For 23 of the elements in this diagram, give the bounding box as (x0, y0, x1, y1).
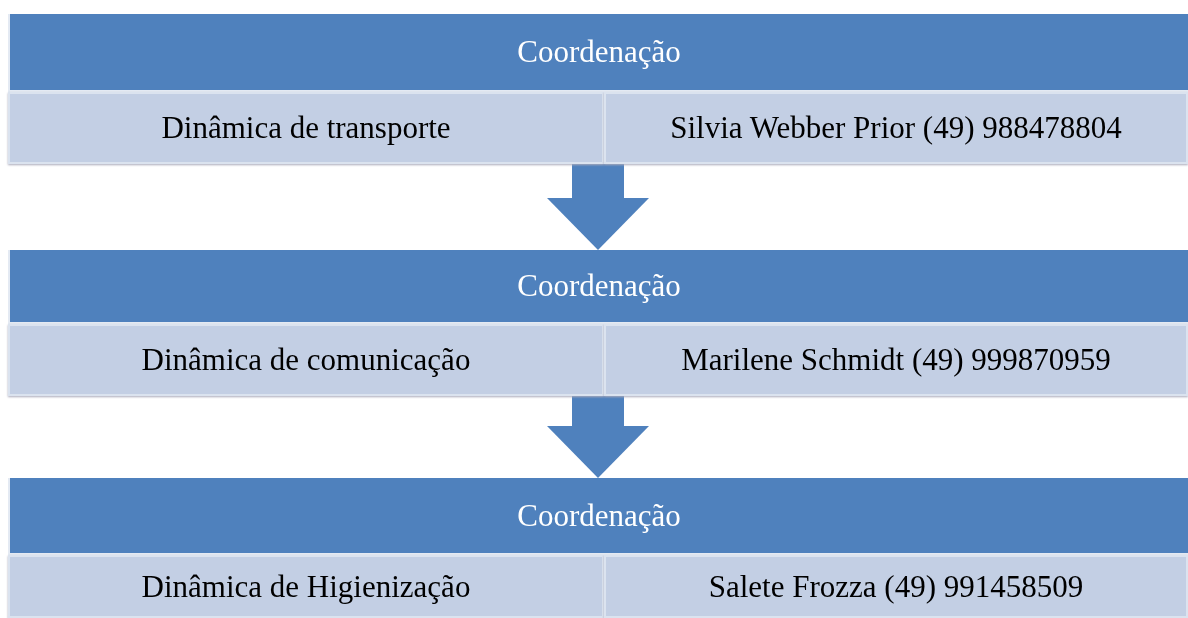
header-text: Coordenação (517, 34, 681, 70)
header-bar (10, 250, 1188, 322)
table-cell (604, 324, 1188, 396)
cell-text: Dinâmica de comunicação (141, 342, 471, 378)
group-panel (8, 250, 1188, 396)
header-bar (10, 478, 1188, 553)
table-cell (8, 92, 604, 164)
cell-text: Dinâmica de transporte (161, 110, 451, 146)
table-cell (8, 555, 604, 618)
block-arrow (547, 164, 649, 250)
table-cell (604, 555, 1188, 618)
table-cell (604, 92, 1188, 164)
table-cell (8, 324, 604, 396)
cell-text: Dinâmica de Higienização (141, 568, 471, 605)
cell-text: Marilene Schmidt (49) 999870959 (681, 342, 1111, 378)
group-panel (8, 478, 1188, 618)
cell-text: Silvia Webber Prior (49) 988478804 (670, 110, 1122, 146)
header-text: Coordenação (517, 268, 681, 304)
block-arrow (547, 396, 649, 478)
group-panel (8, 14, 1188, 164)
cell-text: Salete Frozza (49) 991458509 (708, 568, 1084, 605)
header-bar (10, 14, 1188, 90)
header-text: Coordenação (517, 497, 681, 534)
